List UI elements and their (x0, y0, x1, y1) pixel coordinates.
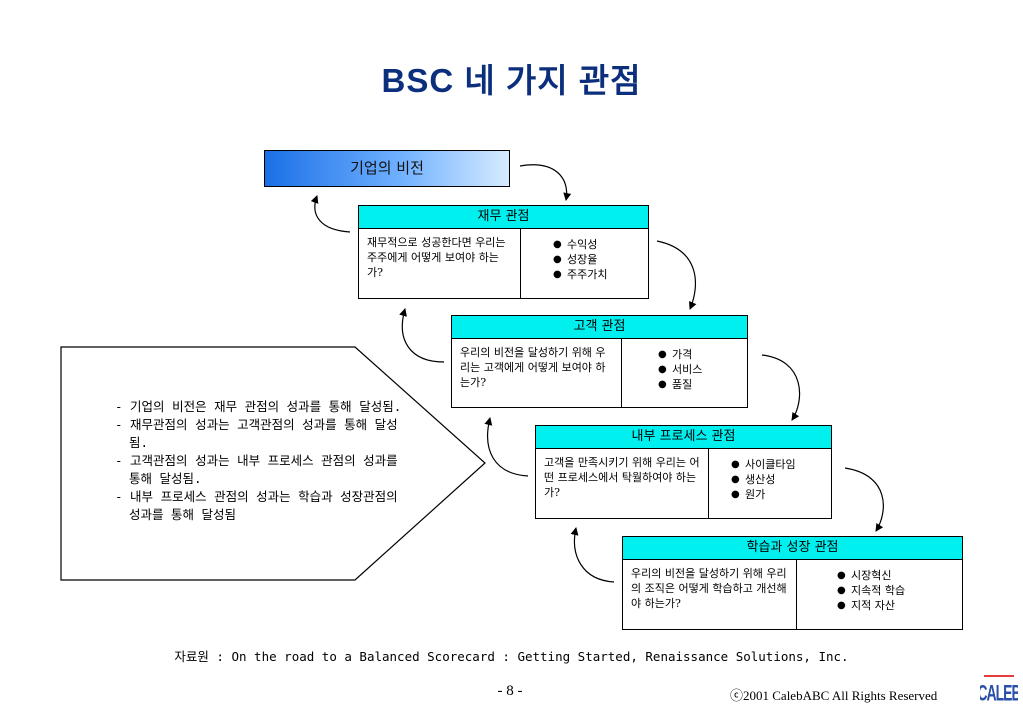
summary-line: - 내부 프로세스 관점의 성과는 학습과 성장관점의 성과를 통해 달성됨 (115, 489, 398, 522)
copyright-notice: ⓒ2001 CalebABC All Rights Reserved (730, 688, 938, 703)
card-title: 재무 관점 (359, 206, 648, 229)
arrow-process-to-customer (484, 417, 529, 477)
list-item: 지속적 학습 (837, 583, 962, 598)
card-question: 우리의 비전을 달성하기 위해 우리는 고객에게 어떻게 보여야 하는가? (452, 339, 622, 407)
internal-process-perspective-card: 내부 프로세스 관점 고객을 만족시키기 위해 우리는 어떤 프로세스에서 탁월… (535, 425, 832, 519)
list-item: 시장혁신 (837, 568, 962, 583)
card-item-list: 수익성 성장율 주주가치 (521, 229, 648, 298)
arrow-customer-to-finance (399, 308, 445, 363)
learning-growth-perspective-card: 학습과 성장 관점 우리의 비전을 달성하기 위해 우리의 조직은 어떻게 학습… (622, 536, 963, 630)
vision-box: 기업의 비전 (264, 150, 510, 187)
page-number: - 8 - (497, 683, 523, 699)
arrow-learning-to-process (570, 527, 615, 583)
list-item: 성장율 (553, 252, 648, 267)
card-item-list: 가격 서비스 품질 (622, 339, 747, 407)
summary-line: - 고객관점의 성과는 내부 프로세스 관점의 성과를 통해 달성됨. (115, 453, 398, 486)
arrow-finance-to-vision (310, 195, 351, 233)
source-citation: 자료원 : On the road to a Balanced Scorecar… (174, 649, 849, 664)
list-item: 수익성 (553, 237, 648, 252)
arrow-customer-to-process (761, 354, 801, 421)
caleb-logo: CALEB (980, 675, 1018, 705)
card-question: 재무적으로 성공한다면 우리는 주주에게 어떻게 보여야 하는가? (359, 229, 521, 298)
arrow-process-to-learning (844, 467, 884, 532)
arrow-finance-to-customer (656, 240, 697, 310)
card-question: 고객을 만족시키기 위해 우리는 어떤 프로세스에서 탁월하여야 하는가? (536, 449, 709, 518)
list-item: 품질 (658, 377, 747, 392)
summary-line: - 재무관점의 성과는 고객관점의 성과를 통해 달성됨. (115, 417, 398, 450)
list-item: 사이클타임 (731, 457, 831, 472)
finance-perspective-card: 재무 관점 재무적으로 성공한다면 우리는 주주에게 어떻게 보여야 하는가? … (358, 205, 649, 299)
card-title: 내부 프로세스 관점 (536, 426, 831, 449)
arrow-vision-to-finance (519, 164, 572, 201)
list-item: 서비스 (658, 362, 747, 377)
card-title: 학습과 성장 관점 (623, 537, 962, 560)
card-item-list: 사이클타임 생산성 원가 (709, 449, 831, 518)
slide-title: BSC 네 가지 관점 (381, 62, 642, 99)
list-item: 주주가치 (553, 267, 648, 282)
card-item-list: 시장혁신 지속적 학습 지적 자산 (797, 560, 962, 629)
list-item: 원가 (731, 487, 831, 502)
card-title: 고객 관점 (452, 316, 747, 339)
list-item: 생산성 (731, 472, 831, 487)
list-item: 지적 자산 (837, 598, 962, 613)
customer-perspective-card: 고객 관점 우리의 비전을 달성하기 위해 우리는 고객에게 어떻게 보여야 하… (451, 315, 748, 408)
card-question: 우리의 비전을 달성하기 위해 우리의 조직은 어떻게 학습하고 개선해야 하는… (623, 560, 797, 629)
svg-text:CALEB: CALEB (980, 680, 1018, 705)
summary-arrow-shape (60, 346, 486, 581)
summary-text: - 기업의 비전은 재무 관점의 성과를 통해 달성됨. - 재무관점의 성과는… (115, 398, 415, 524)
summary-line: - 기업의 비전은 재무 관점의 성과를 통해 달성됨. (115, 399, 402, 414)
list-item: 가격 (658, 347, 747, 362)
